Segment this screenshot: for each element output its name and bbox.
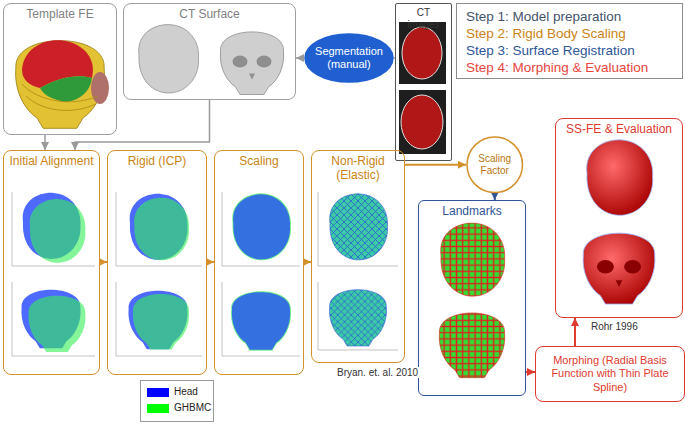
figure-part	[12, 192, 95, 356]
rigid-plots	[128, 194, 189, 350]
figure-part	[402, 27, 442, 79]
step-panel: Rigid (ICP)	[107, 150, 207, 375]
step-panel: Initial Alignment	[3, 150, 100, 375]
figure-part	[439, 313, 504, 378]
flow-arrow	[296, 57, 304, 59]
legend-text: Step 2: Rigid Body Scaling	[466, 25, 673, 42]
flow-arrow	[526, 371, 535, 373]
panel-heading: Initial Alignment	[9, 154, 93, 168]
figure-part	[597, 260, 641, 287]
landmark-meshes	[439, 223, 504, 378]
flow-arrow	[304, 261, 311, 263]
figure-part	[91, 72, 109, 104]
figure-part	[139, 25, 199, 93]
figure-part	[133, 294, 189, 350]
figure-part	[116, 192, 202, 356]
figure-part	[233, 194, 290, 259]
step-panel: Scaling	[214, 150, 304, 375]
figure-part	[222, 192, 300, 356]
panel-heading: CT Surface	[179, 7, 239, 21]
plot-axes	[12, 192, 398, 356]
flow-arrow	[405, 164, 466, 166]
result-panel: SS-FE & Evaluation	[555, 118, 683, 318]
panel-heading: Scaling	[239, 154, 278, 168]
legend-row: Head	[147, 384, 207, 400]
figure-part	[233, 56, 272, 80]
figure-part	[399, 22, 446, 84]
landmark-panel: Landmarks	[418, 200, 526, 396]
shape-fill	[305, 34, 393, 82]
ct-surface-skulls	[139, 25, 284, 95]
figure-part	[16, 41, 105, 129]
panel-heading: Non-Rigid (Elastic)	[316, 154, 400, 183]
citation-label: Rohr 1996	[590, 321, 639, 332]
figure-part	[399, 90, 446, 154]
legend-text: Step 3: Surface Registration	[466, 42, 673, 59]
template-panel: Template FE	[3, 3, 117, 135]
node-text: Segmentation (manual)	[313, 45, 385, 71]
figure-part	[45, 58, 575, 372]
figure-part	[330, 194, 388, 260]
method-box: Morphing (Radial Basis Function with Thi…	[535, 346, 685, 402]
surface-panel: CT Surface	[123, 3, 296, 100]
legend-text: Step 4: Morphing & Evaluation	[466, 59, 673, 76]
legend-swatch	[147, 404, 169, 413]
panel-heading: Landmarks	[442, 204, 501, 218]
citation-label: Bryan. et. al. 2010	[336, 367, 419, 378]
template-model	[16, 40, 109, 128]
legend-swatch	[147, 388, 169, 397]
node-text: Morphing (Radial Basis Function with Thi…	[540, 354, 680, 394]
figure-part	[22, 84, 98, 110]
flow-arrow	[100, 261, 107, 263]
non-rigid-plots	[329, 194, 387, 346]
figure-part	[40, 76, 92, 102]
figure-part	[587, 140, 653, 215]
initial-alignment-plots	[21, 193, 85, 352]
figure-part	[220, 32, 283, 95]
figure-part	[28, 296, 85, 352]
factor-circle: Scaling Factor	[466, 136, 524, 194]
image-panel: CT images	[395, 3, 452, 161]
figure-part	[441, 223, 505, 296]
step-legend: Step 1: Model preparationStep 2: Rigid B…	[456, 3, 683, 79]
figure-part	[583, 233, 655, 304]
flow-arrow	[44, 135, 46, 150]
figure-part	[401, 95, 443, 149]
panel-heading: Rigid (ICP)	[128, 154, 187, 168]
node-text: Scaling Factor	[471, 153, 519, 177]
panel-heading: SS-FE & Evaluation	[566, 122, 672, 136]
color-legend: HeadGHBMC	[140, 380, 214, 422]
figure-part	[318, 192, 398, 350]
scaling-plots	[231, 193, 291, 350]
legend-row: GHBMC	[147, 400, 207, 416]
panel-heading: CT images	[400, 7, 447, 31]
figure-part	[231, 291, 291, 350]
figure-part	[232, 193, 291, 260]
process-ellipse: Segmentation (manual)	[304, 33, 394, 83]
step-panel: Non-Rigid (Elastic)	[311, 150, 405, 363]
figure-part	[134, 198, 189, 261]
ct-slices	[399, 22, 446, 154]
panel-heading: Template FE	[26, 7, 93, 21]
figure-part	[232, 292, 290, 350]
shape-fill	[467, 137, 523, 193]
figure-part	[30, 199, 86, 263]
legend-text: Step 1: Model preparation	[466, 8, 673, 25]
ss-fe-models	[583, 140, 655, 304]
figure-part	[329, 290, 386, 346]
flow-arrow	[574, 318, 576, 346]
legend-text: Head	[174, 384, 198, 400]
legend-text: GHBMC	[174, 400, 211, 416]
flow-arrow	[207, 261, 214, 263]
flow-arrow	[75, 100, 210, 150]
